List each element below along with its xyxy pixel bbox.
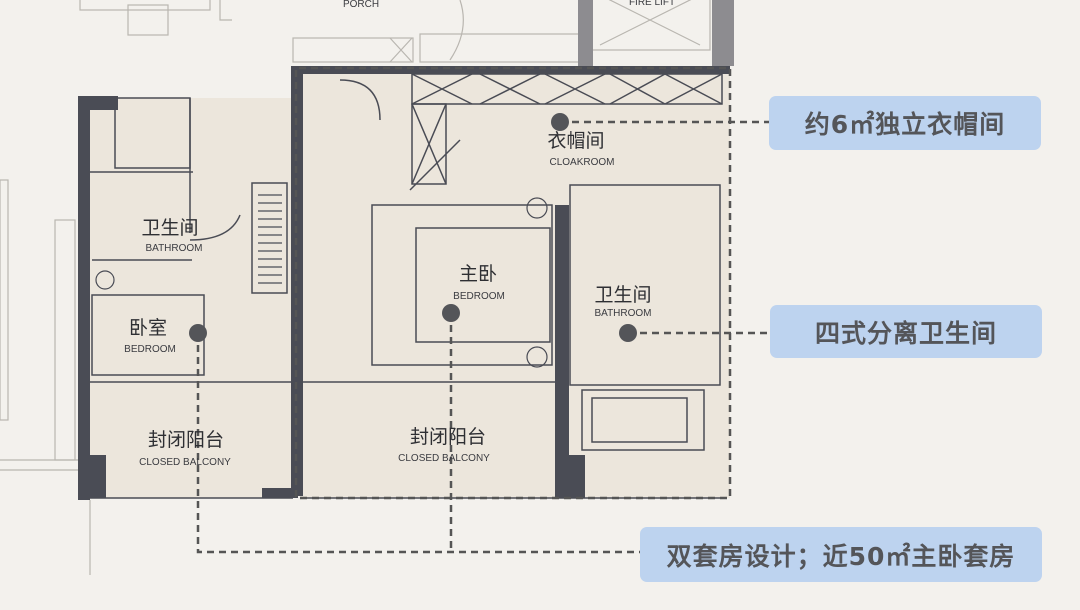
porch-label: PORCH — [343, 0, 379, 10]
wardrobe-shelves — [95, 194, 548, 368]
balcony-left-label-en: CLOSED BALCONY — [139, 457, 231, 468]
marker-bedroom — [189, 324, 207, 342]
cloakroom-label: 衣帽间 — [547, 130, 604, 152]
master-bedroom-label: 主卧 — [459, 263, 497, 285]
balcony-left-label: 封闭阳台 — [148, 429, 224, 451]
marker-cloakroom — [551, 113, 569, 131]
bathroom-right-label: 卫生间 — [594, 284, 651, 306]
callout-bathroom: 四式分离卫生间 — [770, 305, 1042, 358]
leader-lines — [196, 66, 770, 554]
interior-lines — [88, 73, 725, 499]
bedroom-label-en: BEDROOM — [124, 344, 176, 355]
bathroom-right-label-en: BATHROOM — [594, 308, 651, 319]
marker-master-bedroom — [442, 304, 460, 322]
wall-segment — [712, 0, 734, 66]
marker-bathroom — [619, 324, 637, 342]
cloakroom-label-en: CLOAKROOM — [549, 157, 614, 168]
fire-lift-label: FIRE LIFT — [629, 0, 675, 8]
master-bedroom-label-en: BEDROOM — [453, 291, 505, 302]
wall-segment — [578, 0, 593, 66]
callout-suite: 双套房设计；近50㎡主卧套房 — [640, 527, 1042, 582]
balcony-right-label: 封闭阳台 — [410, 426, 486, 448]
surrounding-context — [0, 0, 711, 575]
bedroom-label: 卧室 — [129, 317, 167, 339]
markers — [189, 113, 637, 342]
bathroom-left-label-en: BATHROOM — [145, 243, 202, 254]
balcony-right-label-en: CLOSED BALCONY — [398, 453, 490, 464]
callout-cloakroom: 约6㎡独立衣帽间 — [769, 96, 1041, 150]
bathroom-left-label: 卫生间 — [141, 217, 198, 239]
